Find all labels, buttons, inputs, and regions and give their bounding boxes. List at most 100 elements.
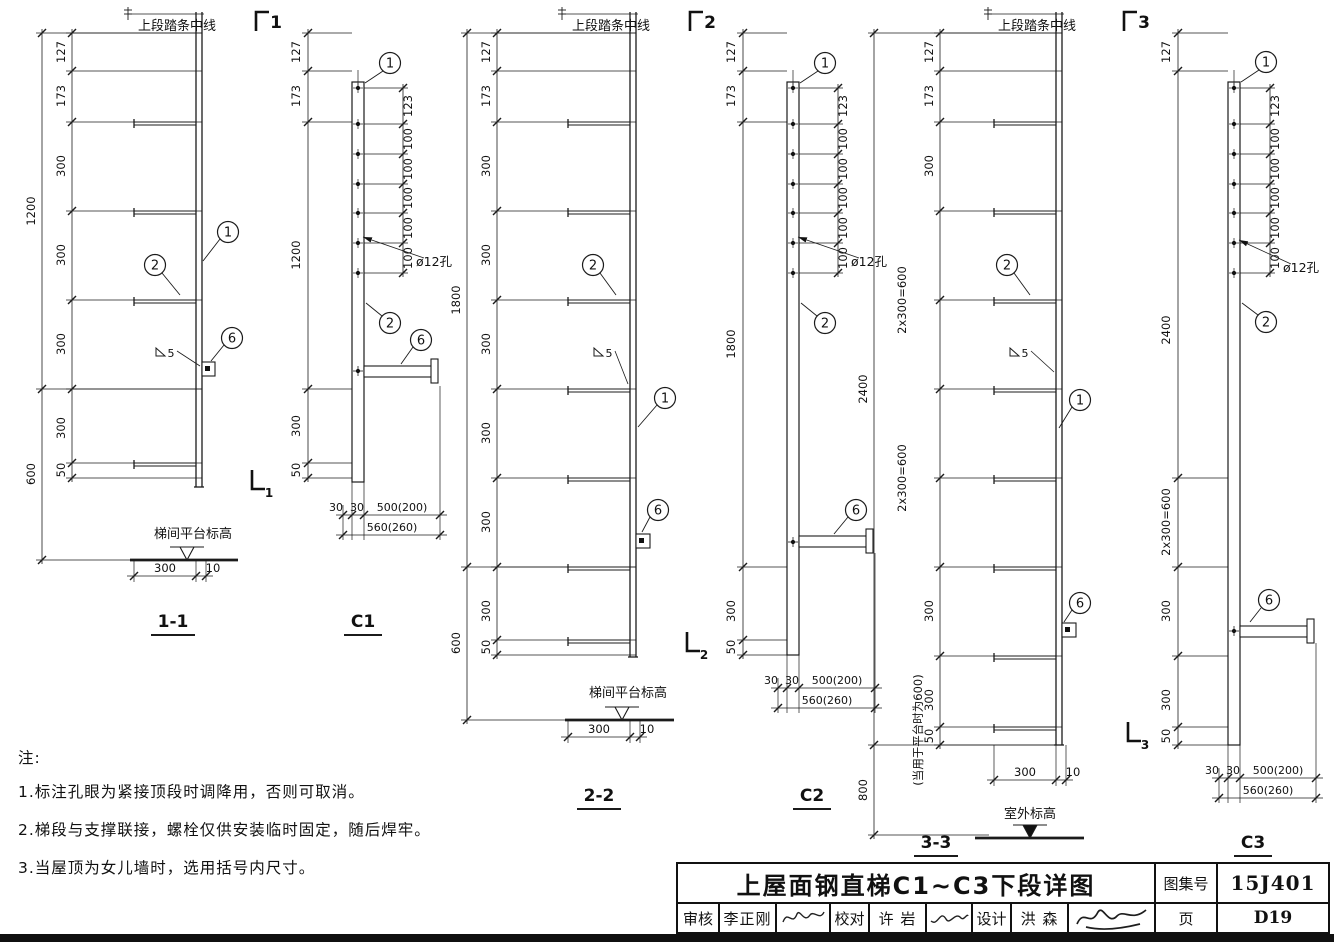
callout-leader (833, 516, 849, 535)
page-label: 页 (1154, 904, 1216, 932)
dim-label: 560(260) (1243, 784, 1294, 797)
dim-label: 100 (401, 217, 415, 239)
callout-leader (365, 302, 383, 317)
callout-leader (364, 70, 384, 84)
dim-tick (935, 66, 945, 76)
dim-tick (303, 473, 313, 483)
dim-tick (1265, 149, 1275, 159)
dim-tick (935, 28, 945, 38)
section-cut-mark (250, 470, 265, 491)
callout-circle (653, 386, 677, 410)
dim-label: 300 (479, 422, 493, 444)
dim-tick (492, 206, 502, 216)
dim-label: 127 (479, 41, 493, 63)
callout-leader (1063, 609, 1073, 623)
elevation-view-g3: 12724002x300=600300300501231001001001001… (1126, 28, 1323, 857)
page-number: D19 (1216, 904, 1328, 932)
dim-tick (935, 562, 945, 572)
dim-tick (833, 238, 843, 248)
callout-leader (1240, 69, 1260, 83)
bolt-hole (1231, 85, 1237, 91)
dim-tick (435, 510, 445, 520)
dim-label: 30 (350, 501, 364, 514)
dim-label: 127 (724, 41, 738, 63)
callout-circle (1254, 50, 1278, 74)
dim-tick (359, 510, 369, 520)
dim-tick (1265, 208, 1275, 218)
view-title: C2 (800, 786, 824, 806)
hole-size-label: ø12孔 (1283, 260, 1320, 275)
bolt-hole (355, 121, 361, 127)
callout-number: 6 (417, 334, 425, 349)
callout-number: 2 (1262, 316, 1270, 331)
dim-label: 560(260) (367, 521, 418, 534)
dim-tick (492, 635, 502, 645)
hole-leader (797, 236, 860, 259)
callout-leader (400, 346, 414, 365)
dim-tick (625, 732, 635, 742)
bolt-hole (355, 210, 361, 216)
weld-symbol-icon (155, 346, 167, 357)
dim-tick (989, 775, 999, 785)
bolt-hole (355, 181, 361, 187)
reviewer-signature (775, 904, 829, 932)
callout-circle (1068, 388, 1092, 412)
callout-number: 1 (386, 57, 394, 72)
dim-tick (492, 562, 502, 572)
dim-label: 30 (1226, 764, 1240, 777)
callout-number: 1 (661, 392, 669, 407)
dim-label: 300 (479, 333, 493, 355)
callout-leader (1241, 302, 1259, 316)
centerline-label: 上段踏条中线 (572, 18, 650, 34)
weld-size: 5 (168, 347, 175, 360)
dim-tick (563, 732, 573, 742)
section-cut-mark (685, 632, 700, 653)
support-arm (798, 535, 873, 548)
dim-tick (833, 83, 843, 93)
dim-tick (1214, 793, 1224, 803)
dim-label: 10 (206, 561, 221, 575)
callout-leader (799, 70, 819, 84)
callout-number: 2 (589, 259, 597, 274)
dim-label: 600 (449, 632, 463, 654)
dim-tick (1173, 28, 1183, 38)
dim-label: 300 (479, 511, 493, 533)
dim-label: 500(200) (377, 501, 428, 514)
dim-tick (191, 571, 201, 581)
dim-label: 300 (922, 155, 936, 177)
callout-circle (143, 253, 167, 277)
bolt-hole (790, 270, 796, 276)
dim-tick (492, 650, 502, 660)
dim-tick (1173, 66, 1183, 76)
dim-label: 300 (54, 417, 68, 439)
dim-label: 2x300=600 (895, 266, 909, 334)
dim-tick (833, 208, 843, 218)
hole-size-label: ø12孔 (416, 254, 453, 269)
weld-size: 5 (1022, 347, 1029, 360)
callout-leader (202, 238, 221, 262)
dim-tick (1214, 773, 1224, 783)
dim-label: 10 (640, 722, 655, 736)
bolt-hole (1231, 270, 1237, 276)
support-arm-end-plate (865, 528, 874, 554)
dim-label: 50 (54, 463, 68, 478)
dim-label: 600 (24, 463, 38, 485)
dim-tick (738, 650, 748, 660)
view-title: 1-1 (158, 612, 189, 632)
weld-symbol-icon (593, 346, 605, 357)
dim-tick (67, 117, 77, 127)
atlas-number: 15J401 (1216, 864, 1328, 902)
callout-circle (409, 328, 433, 352)
dim-tick (303, 28, 313, 38)
bolt-hole (355, 85, 361, 91)
bolt-hole (790, 181, 796, 187)
bolt-hole (790, 151, 796, 157)
dim-label: 173 (54, 85, 68, 107)
note-item-3: 3.当屋顶为女儿墙时，选用括号内尺寸。 (18, 859, 316, 877)
dim-tick (462, 715, 472, 725)
bolt-hole (790, 121, 796, 127)
dim-tick (1173, 740, 1183, 750)
callout-leader (599, 272, 617, 296)
hole-leader (1238, 239, 1292, 265)
